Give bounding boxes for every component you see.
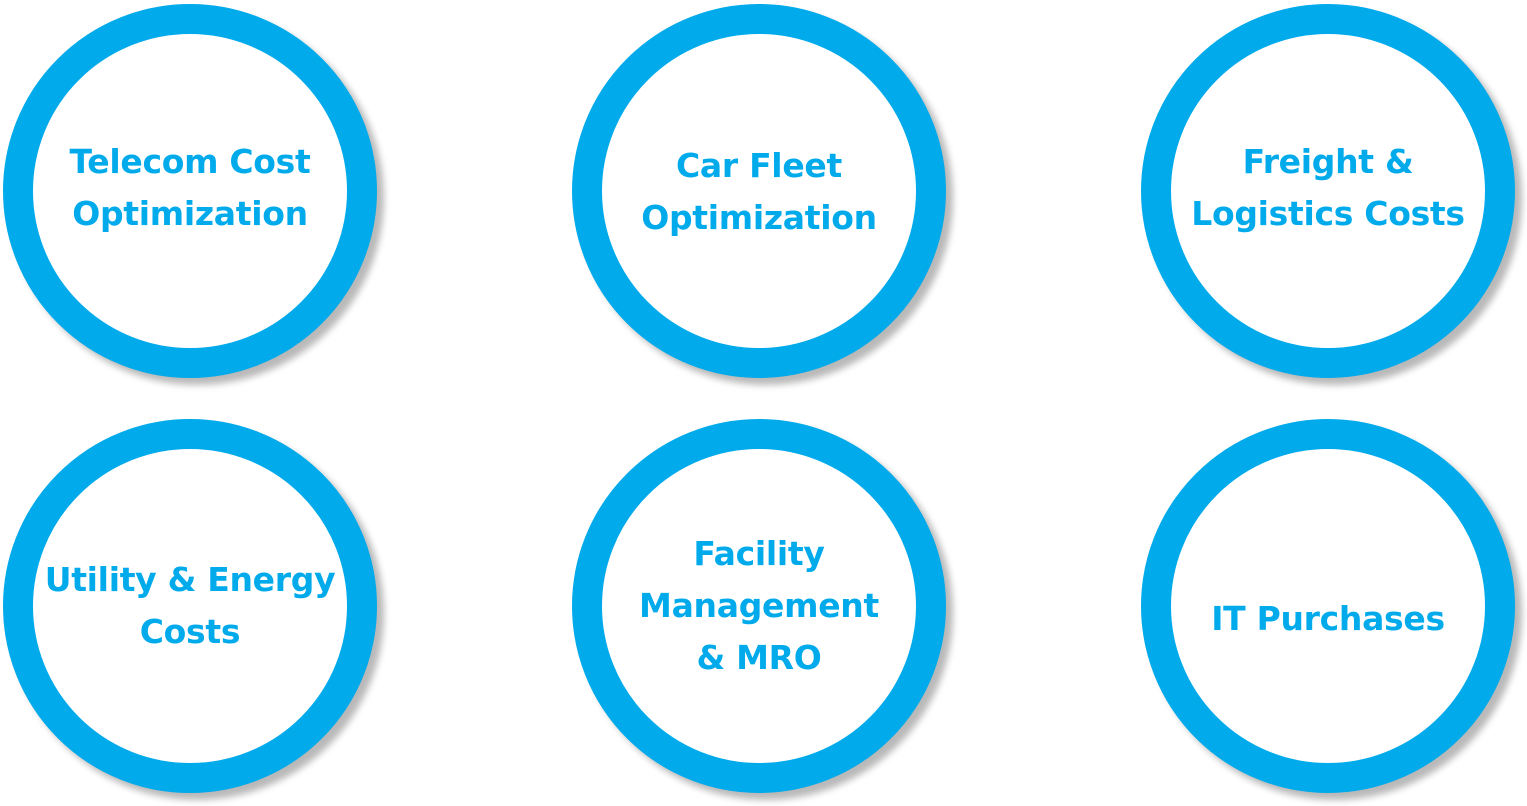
circle-utility-energy-costs: Utility & Energy Costs [3, 419, 377, 793]
circle-label: IT Purchases [1211, 593, 1445, 645]
circle-label: Utility & Energy Costs [45, 554, 336, 658]
label-line: IT Purchases [1211, 599, 1445, 638]
circle-facility-management-mro: Facility Management & MRO [572, 419, 946, 793]
label-line: Car Fleet [676, 146, 842, 185]
circle-freight-logistics-costs: Freight & Logistics Costs [1141, 4, 1515, 378]
label-line: Management [639, 586, 879, 625]
circle-car-fleet-optimization: Car Fleet Optimization [572, 4, 946, 378]
label-line: Facility [693, 534, 825, 573]
circle-label: Freight & Logistics Costs [1191, 136, 1465, 240]
circle-it-purchases: IT Purchases [1141, 419, 1515, 793]
label-line: Freight & [1242, 142, 1414, 181]
circle-label: Car Fleet Optimization [641, 140, 877, 244]
label-line: Optimization [641, 198, 877, 237]
circle-telecom-cost-optimization: Telecom Cost Optimization [3, 4, 377, 378]
label-line: Costs [139, 612, 241, 651]
circle-label: Telecom Cost Optimization [69, 136, 310, 240]
label-line: Utility & Energy [44, 560, 336, 599]
label-line: & MRO [696, 638, 822, 677]
label-line: Logistics Costs [1191, 194, 1465, 233]
circle-label: Facility Management & MRO [639, 528, 879, 684]
label-line: Telecom Cost [69, 142, 311, 181]
label-line: Optimization [72, 194, 308, 233]
